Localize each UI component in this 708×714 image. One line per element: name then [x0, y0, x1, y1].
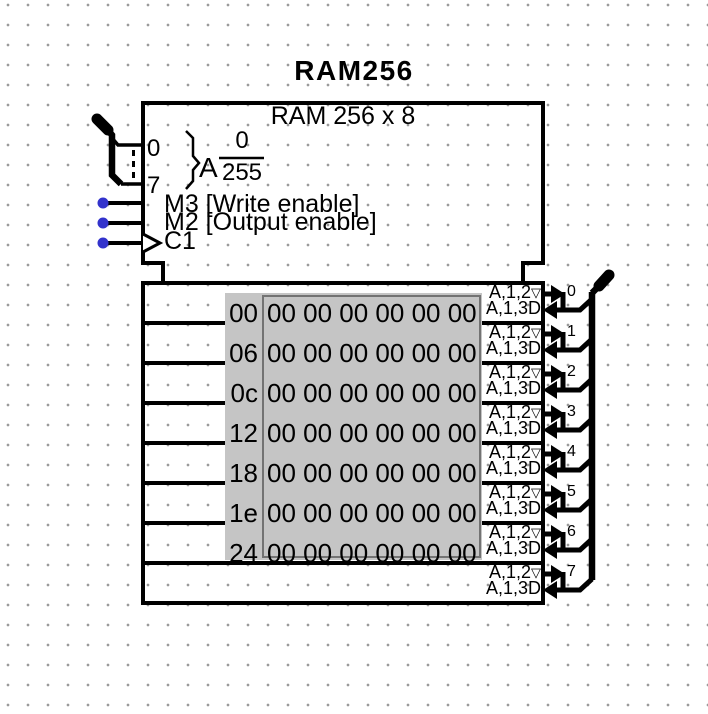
- address-group-brace: [185, 130, 201, 190]
- clock-edge-triangle-icon: [142, 232, 164, 254]
- bus-bit-number: 1: [567, 323, 576, 340]
- data-pin-in-label: A,1,3D: [485, 378, 541, 398]
- data-pin-out-label: A,1,2▽: [488, 322, 541, 342]
- memory-row-address: 0c: [230, 378, 258, 408]
- tristate-icon: ▽: [531, 285, 541, 300]
- memory-row-bytes: 00 00 00 00 00 00: [267, 538, 477, 568]
- control-pin-wires[interactable]: [103, 201, 143, 245]
- data-pin-in-label: A,1,3D: [485, 418, 541, 438]
- component-type-label: RAM 256 x 8: [270, 102, 416, 130]
- data-pin-out-label: A,1,2▽: [488, 402, 541, 422]
- memory-row-bytes: 00 00 00 00 00 00: [267, 338, 477, 368]
- data-pin-in-label: A,1,3D: [485, 458, 541, 478]
- write-enable-pin-dot[interactable]: [97, 197, 109, 209]
- write-enable-label: M3 [Write enable]: [164, 190, 360, 218]
- data-pin-out-label: A,1,2▽: [488, 482, 541, 502]
- bus-bit-number: 7: [567, 563, 576, 580]
- tristate-icon: ▽: [531, 405, 541, 420]
- tristate-icon: ▽: [531, 445, 541, 460]
- bus-bit-number: 6: [567, 523, 576, 540]
- clock-pin-dot[interactable]: [97, 237, 109, 249]
- bus-bit-number: 5: [567, 483, 576, 500]
- memory-row-bytes: 00 00 00 00 00 00: [267, 458, 477, 488]
- bus-open-end-icon[interactable]: [91, 113, 114, 136]
- clock-label: C1: [164, 227, 196, 255]
- address-range-min: 0: [235, 127, 249, 154]
- data-pin-in-label: A,1,3D: [485, 538, 541, 558]
- memory-dump-data-border: [262, 295, 481, 558]
- data-pin-out-label: A,1,2▽: [488, 442, 541, 462]
- output-enable-label: M2 [Output enable]: [164, 208, 377, 236]
- tristate-icon: ▽: [531, 565, 541, 580]
- output-enable-pin-dot[interactable]: [97, 217, 109, 229]
- data-pin-out-label: A,1,2▽: [488, 562, 541, 582]
- bus-bit-number: 4: [567, 443, 576, 460]
- memory-dump-panel: [225, 293, 482, 560]
- memory-row-address: 1e: [229, 498, 258, 528]
- memory-row-address: 18: [229, 458, 258, 488]
- memory-row-bytes: 00 00 00 00 00 00: [267, 378, 477, 408]
- data-pin-out-label: A,1,2▽: [488, 522, 541, 542]
- memory-row-bytes: 00 00 00 00 00 00: [267, 418, 477, 448]
- bus-open-end-icon[interactable]: [593, 269, 615, 292]
- address-pin-first-label: 0: [147, 135, 161, 162]
- bus-bit-number: 0: [567, 283, 576, 300]
- data-pin-out-label: A,1,2▽: [488, 282, 541, 302]
- data-pin-in-label: A,1,3D: [485, 498, 541, 518]
- data-bus[interactable]: [588, 269, 615, 580]
- tristate-icon: ▽: [531, 325, 541, 340]
- data-pin-in-label: A,1,3D: [485, 298, 541, 318]
- data-pin-out-label: A,1,2▽: [488, 362, 541, 382]
- component-title: RAM256: [294, 55, 414, 86]
- address-pin-last-label: 7: [147, 172, 161, 199]
- data-pin-in-label: A,1,3D: [485, 578, 541, 598]
- memory-row-address: 06: [229, 338, 258, 368]
- address-group-label: A: [199, 152, 218, 183]
- address-range-max: 255: [221, 159, 263, 186]
- component-control-block-outline[interactable]: [141, 101, 545, 283]
- bus-bit-number: 3: [567, 403, 576, 420]
- memory-row-address: 12: [229, 418, 258, 448]
- address-bus-splitter[interactable]: [91, 113, 144, 187]
- tristate-icon: ▽: [531, 525, 541, 540]
- bus-bit-number: 2: [567, 363, 576, 380]
- memory-row-address: 00: [229, 298, 258, 328]
- memory-row-bytes: 00 00 00 00 00 00: [267, 498, 477, 528]
- data-pin-in-label: A,1,3D: [485, 338, 541, 358]
- memory-row-address: 24: [229, 538, 258, 568]
- memory-row-bytes: 00 00 00 00 00 00: [267, 298, 477, 328]
- tristate-icon: ▽: [531, 365, 541, 380]
- tristate-icon: ▽: [531, 485, 541, 500]
